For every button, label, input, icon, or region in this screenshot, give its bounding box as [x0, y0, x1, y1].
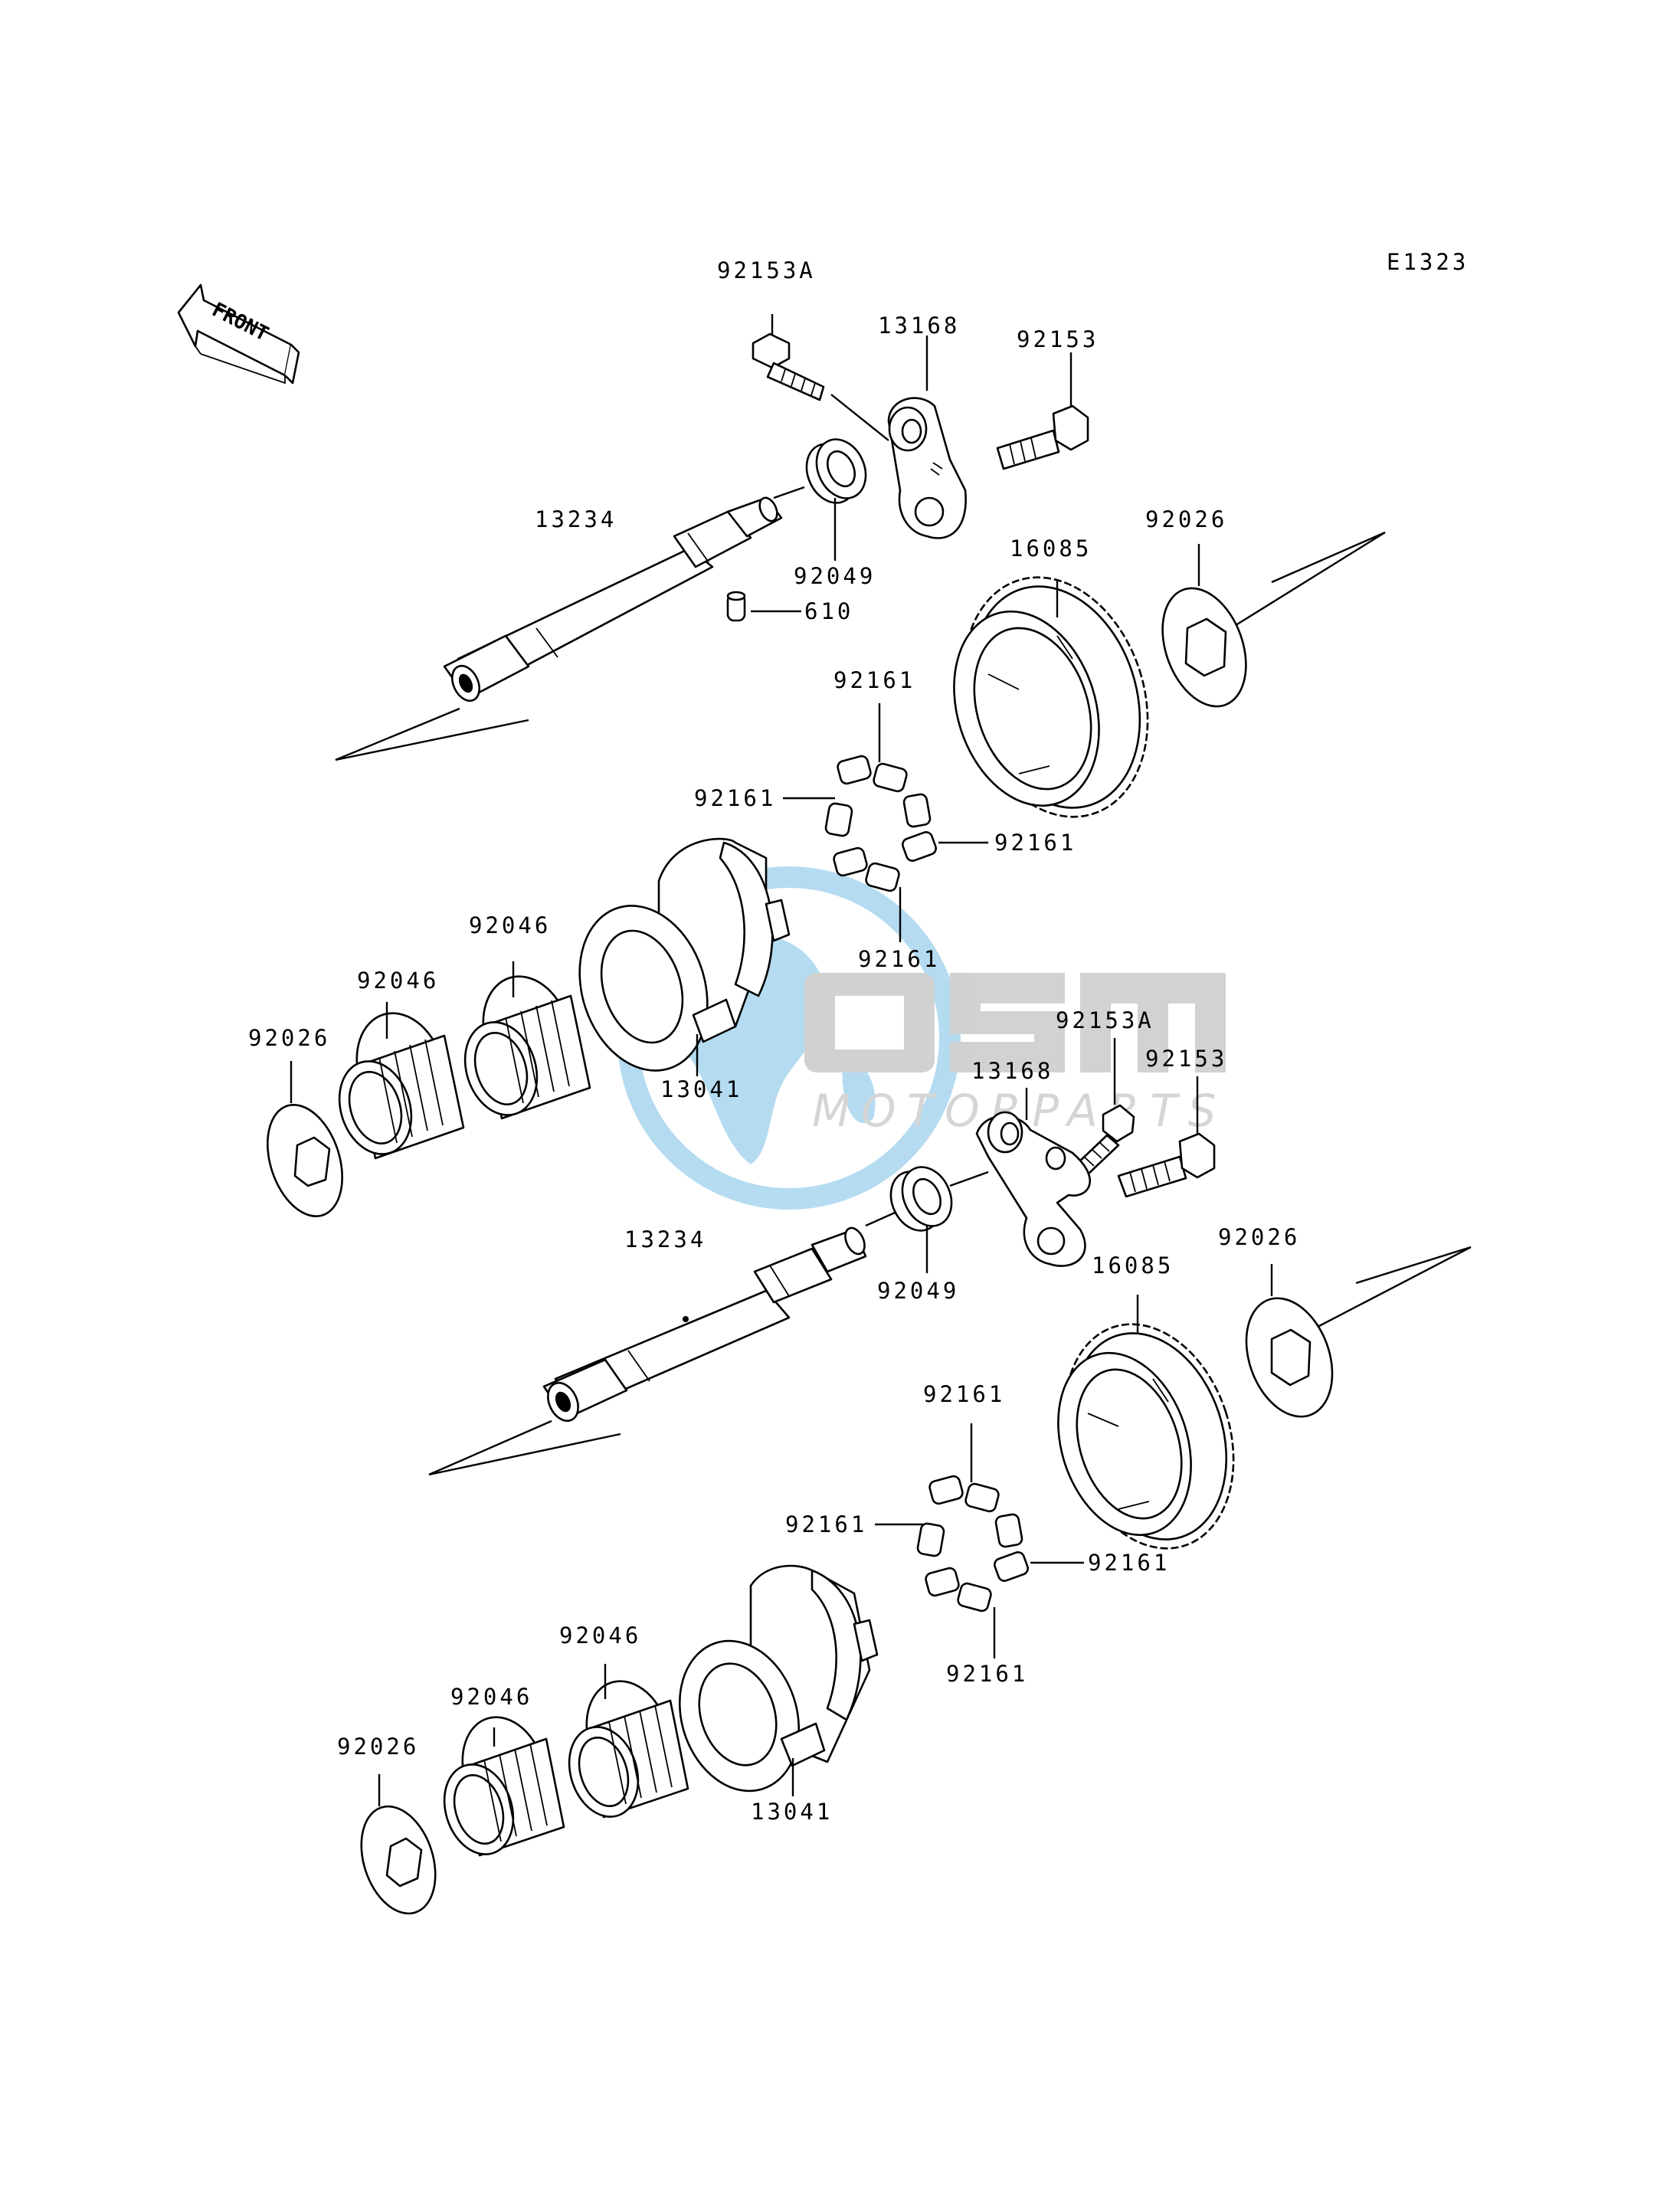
washer-left: [267, 1061, 343, 1217]
axis-line: [428, 1432, 621, 1476]
rubber-dampers: [875, 1423, 1084, 1658]
axis-line: [1271, 531, 1386, 584]
shaft: [542, 1226, 867, 1423]
bolt-a: [752, 314, 889, 441]
washer-right: [1161, 544, 1247, 708]
needle-bearing-1: [463, 961, 591, 1120]
needle-bearing-2: [338, 1002, 465, 1160]
washer-left: [360, 1774, 437, 1915]
watermark-logo: [804, 973, 1226, 1072]
label-damper-right: 92161: [994, 830, 1076, 856]
oil-seal: [805, 438, 867, 561]
hub: [578, 837, 791, 1076]
top-assembly: 92153A 13168 92153 13234 92049 610 16085…: [248, 257, 1386, 1217]
shaft: [443, 496, 783, 702]
label-bolt-a: 92153A: [1056, 1007, 1154, 1033]
label-bracket: 13168: [971, 1058, 1053, 1084]
label-washer-right: 92026: [1145, 506, 1227, 532]
label-shaft: 13234: [624, 1226, 706, 1252]
label-washer-left: 92026: [337, 1734, 419, 1760]
label-bearing-1: 92046: [559, 1622, 641, 1649]
label-bearing-1: 92046: [469, 912, 551, 938]
axis-line: [1233, 531, 1386, 628]
axis-line: [335, 707, 460, 761]
label-damper-left: 92161: [785, 1511, 867, 1537]
dowel-pin: [726, 591, 801, 622]
label-damper-top: 92161: [923, 1381, 1005, 1407]
rubber-dampers: [783, 703, 988, 942]
bracket: [887, 336, 967, 539]
bolt: [996, 352, 1089, 470]
label-oil-seal: 92049: [877, 1278, 959, 1304]
label-bearing-2: 92046: [450, 1684, 532, 1710]
gear: [953, 576, 1149, 818]
diagram-code: E1323: [1387, 249, 1469, 275]
bolt-a: [1075, 1038, 1135, 1176]
axis-line: [1317, 1246, 1472, 1328]
oil-seal: [889, 1166, 953, 1273]
washer-right: [1245, 1264, 1334, 1418]
bolt: [1117, 1076, 1216, 1198]
label-bracket: 13168: [878, 313, 960, 339]
label-gear: 16085: [1010, 535, 1092, 562]
hub: [678, 1564, 879, 1796]
axis-line: [335, 719, 529, 761]
label-pin: 610: [804, 598, 853, 624]
label-hub: 13041: [751, 1799, 833, 1825]
front-arrow-icon: FRONT: [177, 283, 300, 385]
axis-line: [949, 1171, 989, 1187]
label-damper-left: 92161: [694, 785, 776, 811]
axis-line: [1355, 1246, 1472, 1285]
label-bolt: 92153: [1017, 326, 1099, 352]
label-oil-seal: 92049: [794, 563, 876, 589]
needle-bearing-1: [568, 1664, 689, 1819]
bottom-assembly: 92153A 13168 92153 13234 92049 16085 920…: [337, 1007, 1472, 1915]
label-gear: 16085: [1092, 1252, 1174, 1279]
axis-line: [865, 1209, 901, 1227]
label-damper-bottom: 92161: [858, 946, 940, 972]
label-hub: 13041: [660, 1076, 742, 1102]
label-damper-top: 92161: [833, 667, 915, 693]
label-washer-right: 92026: [1218, 1224, 1300, 1250]
axis-line: [428, 1419, 552, 1476]
axis-line: [773, 486, 805, 499]
watermark: MOTORPARTS: [617, 866, 1226, 1210]
label-damper-bottom: 92161: [946, 1661, 1028, 1687]
label-bolt-a: 92153A: [717, 257, 816, 283]
gear: [1057, 1295, 1235, 1550]
needle-bearing-2: [443, 1716, 565, 1857]
label-washer-left: 92026: [248, 1025, 330, 1051]
label-damper-right: 92161: [1088, 1550, 1170, 1576]
label-shaft: 13234: [535, 506, 617, 532]
bracket: [975, 1088, 1091, 1267]
label-bolt: 92153: [1145, 1046, 1227, 1072]
label-bearing-2: 92046: [357, 968, 439, 994]
